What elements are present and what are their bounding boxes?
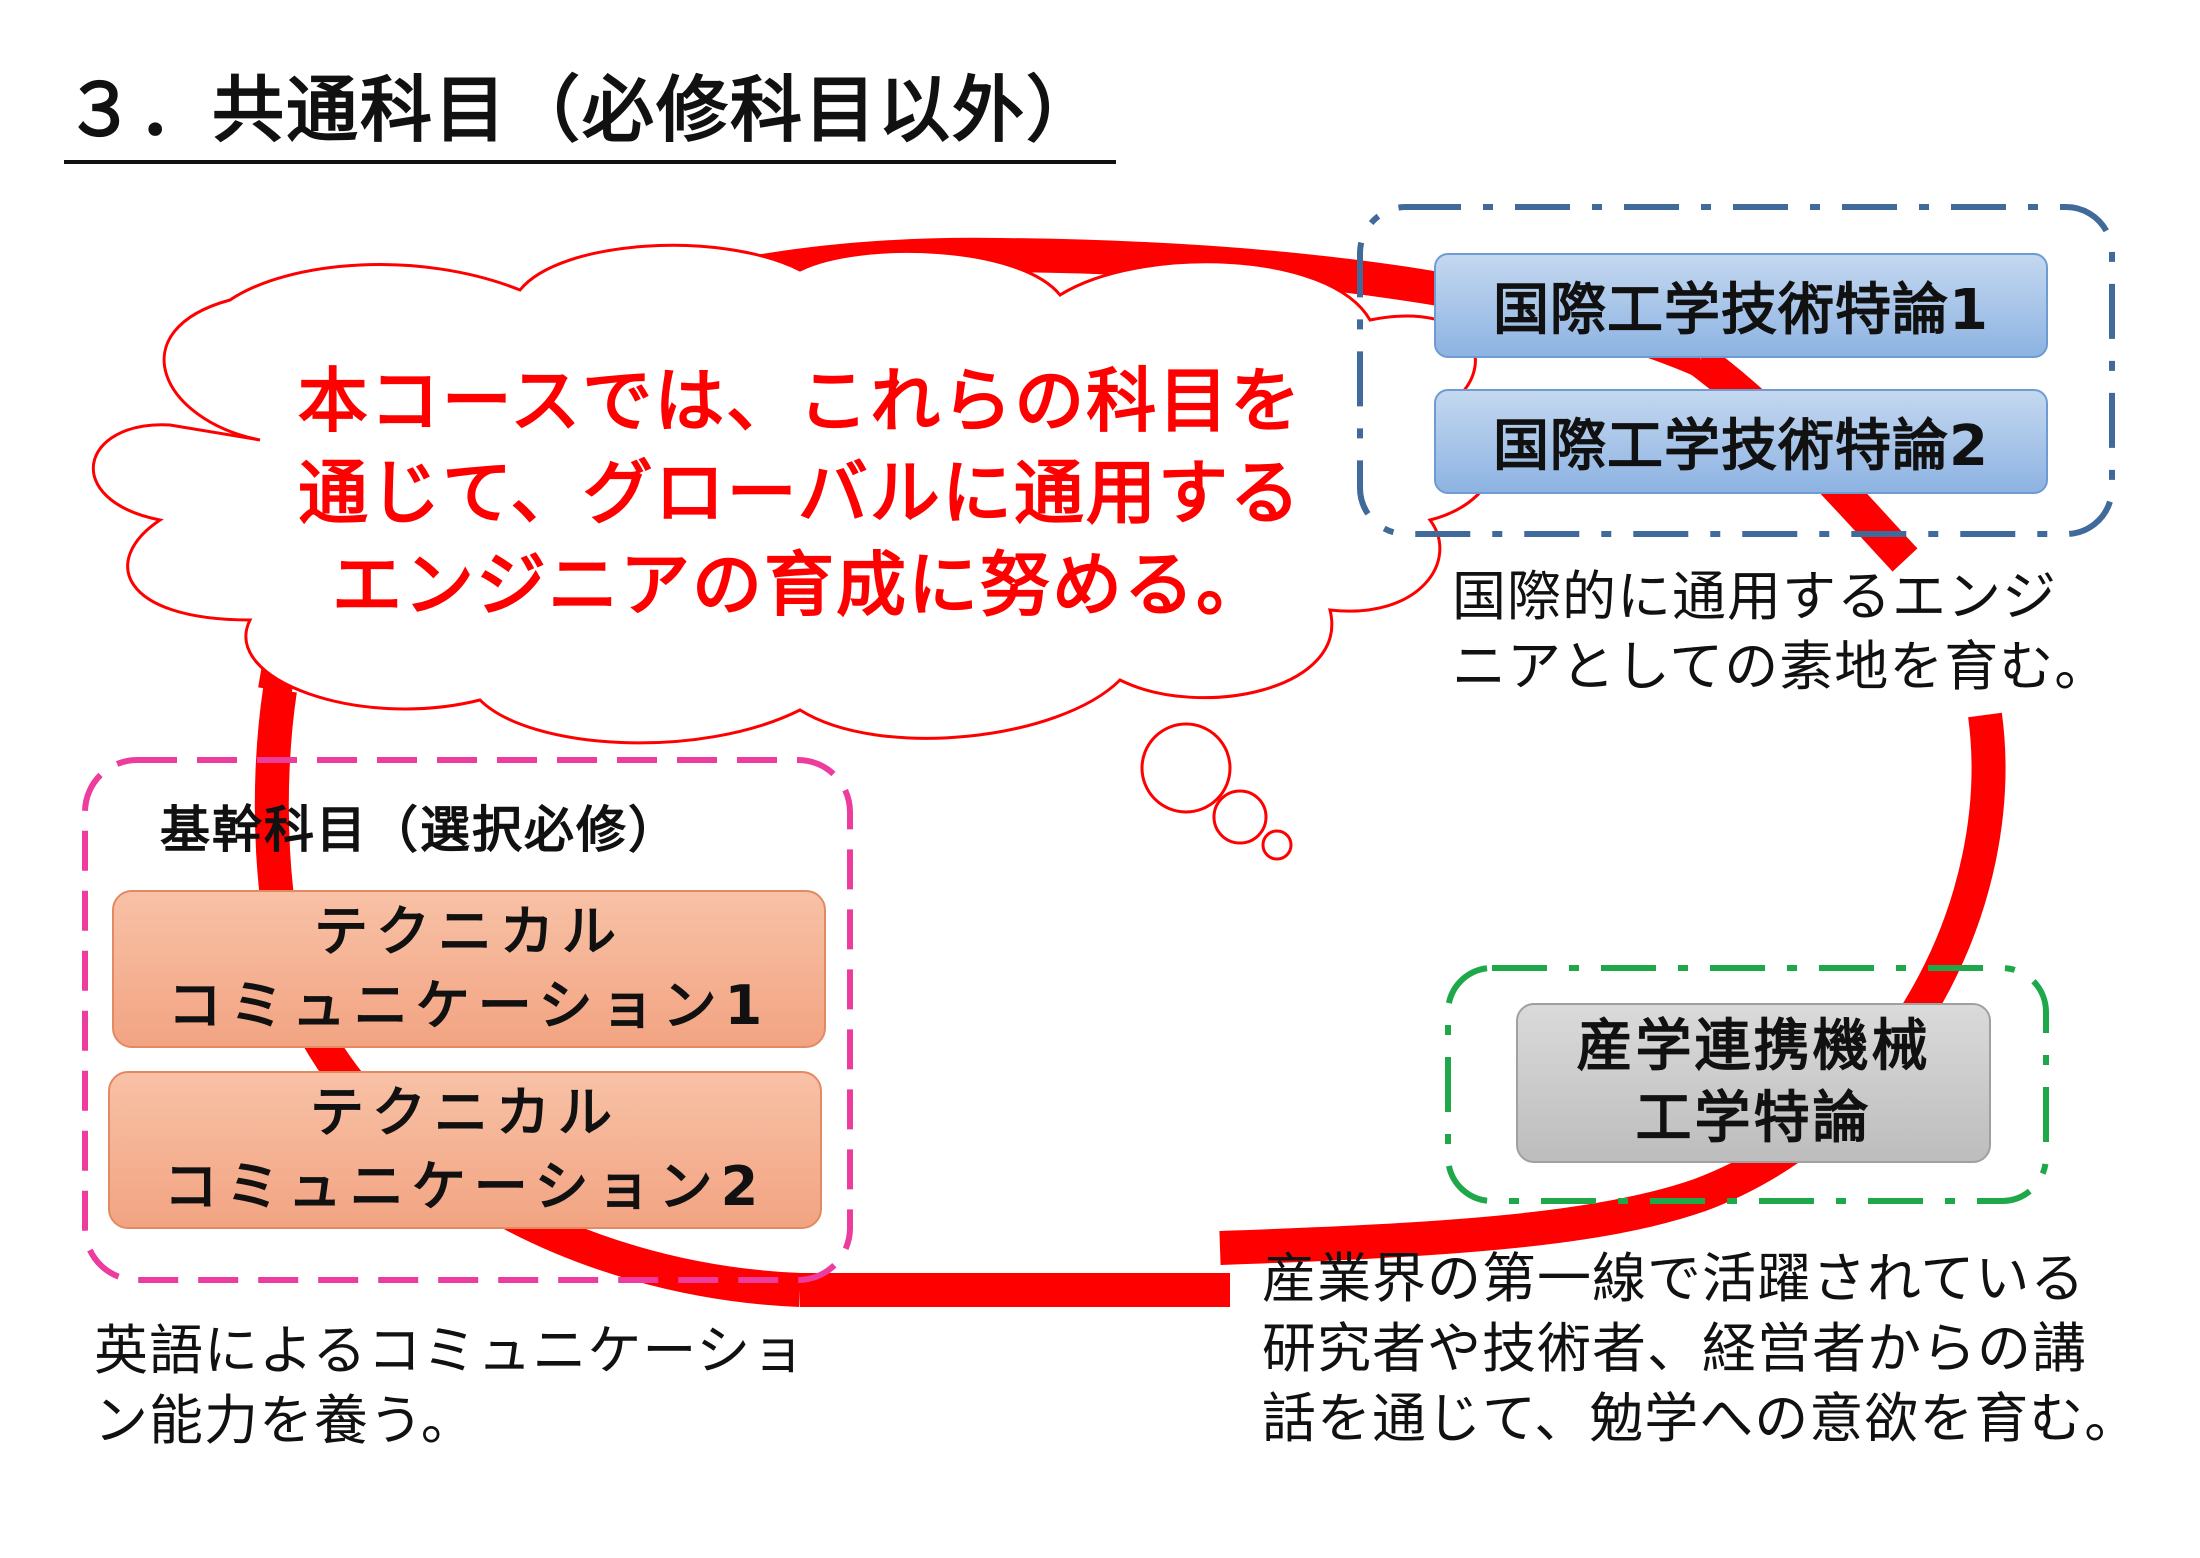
page-title: ３．共通科目（必修科目以外）: [64, 68, 1101, 152]
description-line: 国際的に通用するエンジ: [1452, 565, 2057, 628]
description-line: ン能力を養う。: [94, 1389, 476, 1452]
description-line: 話を通じて、勉学への意欲を育む。: [1262, 1387, 2140, 1450]
course-label: 国際工学技術特論1: [1493, 278, 1989, 343]
core-group-label: 基幹科目（選択必修）: [160, 801, 680, 859]
industry-group-border: [1445, 965, 2049, 1204]
core-description: 英語によるコミュニケーショ ン能力を養う。: [94, 1316, 806, 1456]
course-label-line: 産学連携機械: [1576, 1014, 1931, 1079]
cloud-message: 本コースでは、これらの科目を 通じて、グローバルに通用する エンジニアの育成に努…: [270, 355, 1330, 631]
cloud-line: 本コースでは、これらの科目を: [297, 360, 1303, 442]
course-label-line: 工学特論: [1635, 1086, 1872, 1151]
course-label-line: コミュニケーション1: [167, 974, 771, 1037]
course-box-international-1: 国際工学技術特論1: [1434, 253, 2048, 358]
thought-cloud: [91, 243, 1500, 861]
course-label-line: テクニカル: [310, 1081, 620, 1144]
title-underline: [64, 160, 1116, 164]
international-group-border: [1357, 204, 2115, 537]
course-box-industry: 産学連携機械 工学特論: [1516, 1003, 1991, 1163]
course-box-technical-2: テクニカル コミュニケーション2: [108, 1071, 822, 1229]
description-line: 産業界の第一線で活躍されている: [1262, 1247, 2086, 1310]
course-label: 国際工学技術特論2: [1493, 414, 1989, 479]
description-line: ニアとしての素地を育む。: [1452, 635, 2110, 698]
course-box-technical-1: テクニカル コミュニケーション1: [112, 890, 826, 1048]
course-box-international-2: 国際工学技術特論2: [1434, 389, 2048, 494]
core-group-border: [82, 757, 853, 1283]
description-line: 研究者や技術者、経営者からの講: [1262, 1317, 2087, 1380]
course-label-line: テクニカル: [314, 900, 624, 963]
international-description: 国際的に通用するエンジ ニアとしての素地を育む。: [1452, 562, 2109, 702]
description-line: 英語によるコミュニケーショ: [94, 1319, 807, 1382]
cloud-line: 通じて、グローバルに通用する: [298, 452, 1302, 534]
course-label-line: コミュニケーション2: [163, 1155, 767, 1218]
industry-description: 産業界の第一線で活躍されている 研究者や技術者、経営者からの講 話を通じて、勉学…: [1262, 1244, 2139, 1454]
cloud-line: エンジニアの育成に努める。: [332, 544, 1268, 626]
